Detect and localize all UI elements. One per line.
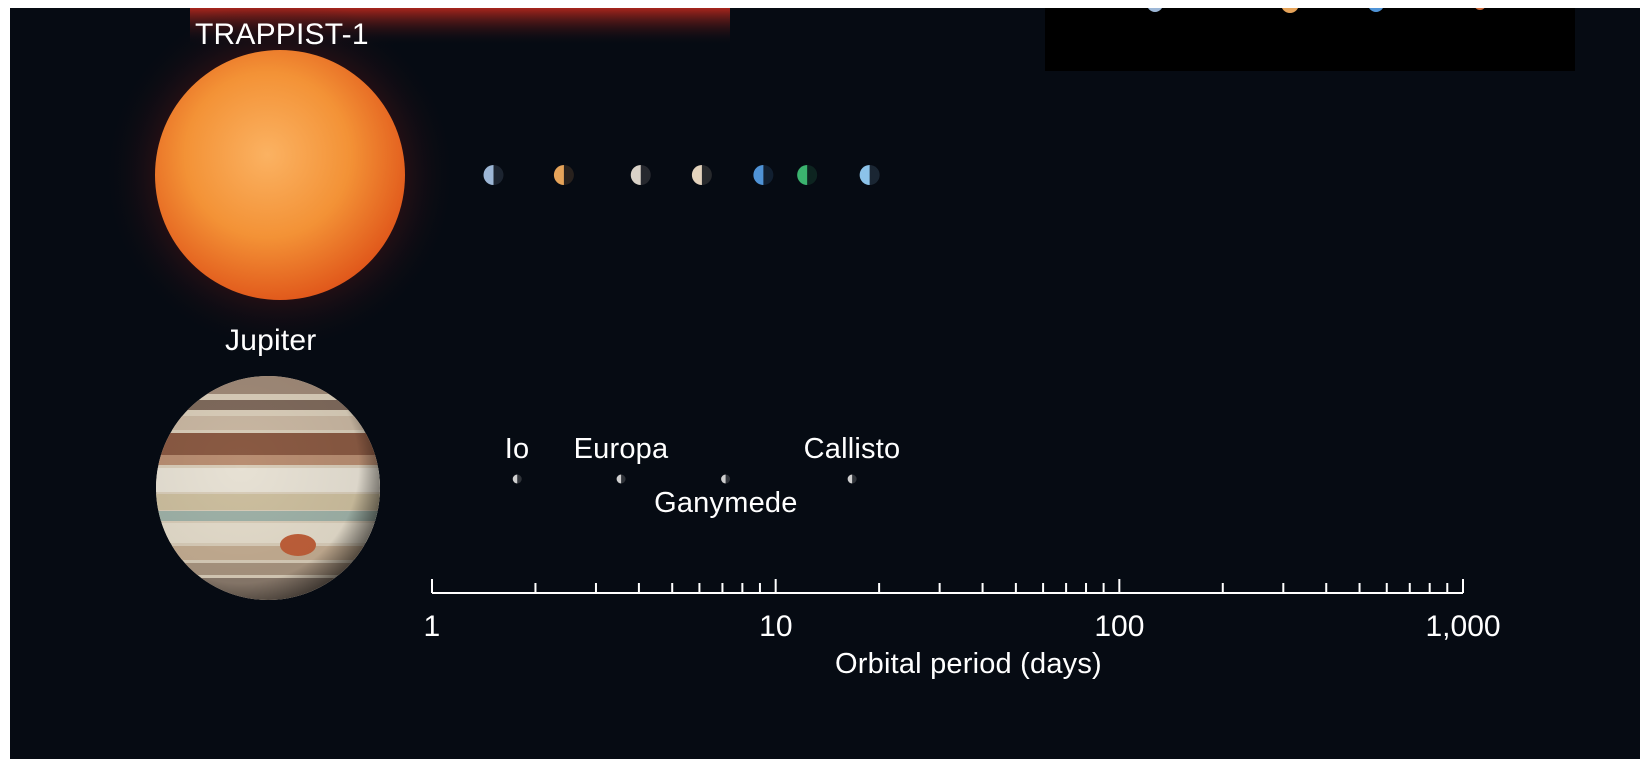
moon-label: Io: [504, 433, 530, 465]
moon-label: Callisto: [803, 433, 901, 465]
moon-shadow: [517, 474, 523, 484]
star-label: TRAPPIST-1: [195, 18, 369, 51]
planet-label: Jupiter: [225, 324, 317, 357]
planet-shadow: [493, 164, 505, 186]
moon-label: Europa: [573, 433, 669, 465]
planet-shadow: [763, 164, 774, 186]
axis-tick-label: 1,000: [1425, 610, 1501, 643]
moon-label: Ganymede: [654, 487, 798, 519]
diagram-canvas: [102, 8, 1575, 600]
inset-planet: [1148, 8, 1162, 12]
planet-shadow: [807, 164, 818, 186]
inset-box: [1045, 8, 1575, 71]
moon-shadow: [621, 474, 627, 484]
axis-tick-label: 10: [759, 610, 793, 643]
inset-planet: [1369, 8, 1383, 12]
planet-shadow: [869, 164, 881, 186]
trappist-star: [155, 50, 405, 300]
inset-planet: [1475, 8, 1485, 10]
planet-shadow: [701, 164, 713, 186]
moon-shadow: [725, 474, 731, 484]
planet-shadow: [640, 164, 652, 186]
planet-shadow: [563, 164, 575, 186]
axis-tick-label: 1: [423, 610, 441, 643]
moon-shadow: [852, 474, 858, 484]
jupiter-moons: [512, 474, 858, 484]
inset-planet: [1281, 8, 1299, 13]
period-axis: [431, 579, 1464, 594]
trappist-planets: [483, 164, 881, 186]
axis-tick-label: 100: [1094, 610, 1145, 643]
jupiter-planet: [156, 376, 380, 600]
axis-title: Orbital period (days): [835, 648, 1102, 680]
